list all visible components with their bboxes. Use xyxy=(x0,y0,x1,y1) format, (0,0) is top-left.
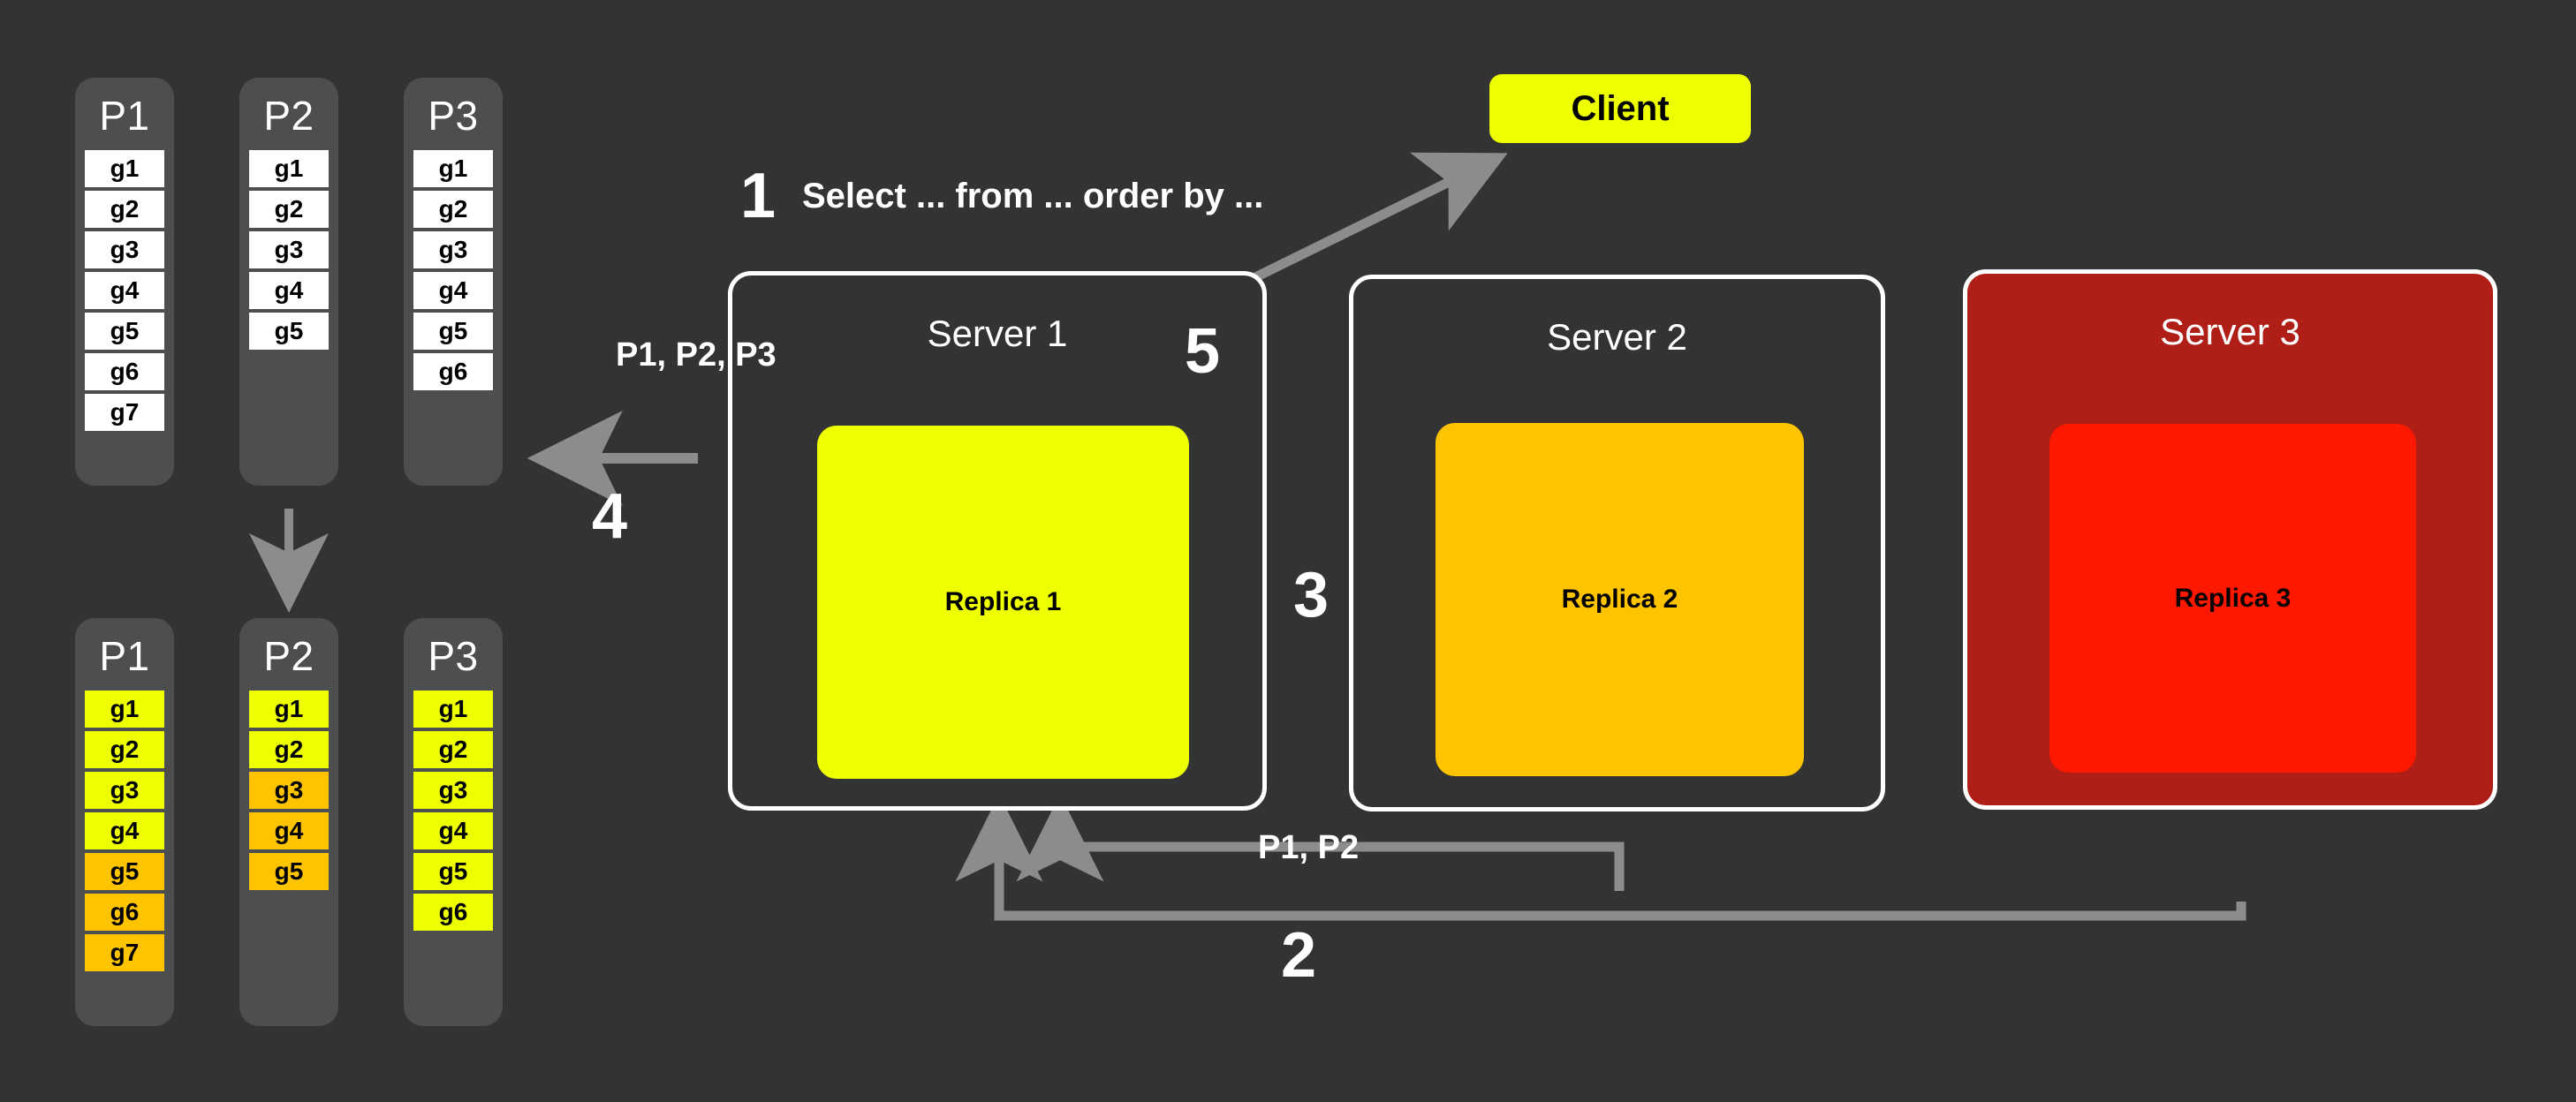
partition-cell: g3 xyxy=(85,231,164,268)
label-partitions-all: P1, P2, P3 xyxy=(616,336,777,374)
step-2-number: 2 xyxy=(1281,920,1317,991)
partition-cell: g1 xyxy=(413,150,493,187)
step-3-number: 3 xyxy=(1293,560,1330,630)
partition-before-p1: P1 g1 g2 g3 g4 g5 g6 g7 xyxy=(75,78,174,486)
partition-before-p3: P3 g1 g2 g3 g4 g5 g6 xyxy=(404,78,503,486)
partition-cell: g5 xyxy=(249,313,329,350)
replica-3-label: Replica 3 xyxy=(2174,583,2292,613)
step-1-query-text: Select ... from ... order by ... xyxy=(802,177,1264,215)
partition-cell: g5 xyxy=(413,313,493,350)
replica-2-label: Replica 2 xyxy=(1561,585,1678,614)
step-4-number: 4 xyxy=(592,481,628,552)
client-node[interactable]: Client xyxy=(1489,74,1751,143)
partition-cell: g5 xyxy=(85,853,164,890)
server-3-title: Server 3 xyxy=(2160,311,2300,352)
label-partitions-two: P1, P2 xyxy=(1258,829,1360,866)
partition-cell: g3 xyxy=(413,231,493,268)
server-3-box[interactable]: Server 3 Replica 3 xyxy=(1963,269,2497,810)
arrow-step2-server3-to-server1 xyxy=(955,794,2246,921)
server-2-box[interactable]: Server 2 Replica 2 xyxy=(1349,275,1885,811)
partition-cells: g1 g2 g3 g4 g5 g6 g7 xyxy=(75,691,174,971)
partition-cell: g4 xyxy=(85,812,164,849)
partition-cell: g5 xyxy=(85,313,164,350)
partition-cell: g2 xyxy=(413,191,493,228)
partition-cell: g1 xyxy=(249,691,329,728)
partition-cell: g3 xyxy=(249,231,329,268)
step-1-number: 1 xyxy=(740,161,777,231)
partition-title: P1 xyxy=(99,633,150,679)
partition-title: P1 xyxy=(99,93,150,139)
partition-cell: g2 xyxy=(413,731,493,768)
partition-cell: g4 xyxy=(413,272,493,309)
partition-cell: g5 xyxy=(413,853,493,890)
partition-cell: g5 xyxy=(249,853,329,890)
replica-3-box[interactable]: Replica 3 xyxy=(2049,424,2416,773)
partition-cell: g2 xyxy=(85,191,164,228)
partition-cells: g1 g2 g3 g4 g5 g6 xyxy=(404,691,503,931)
partition-cell: g1 xyxy=(249,150,329,187)
partition-cells: g1 g2 g3 g4 g5 g6 xyxy=(404,150,503,390)
step-5-number: 5 xyxy=(1185,316,1221,387)
replica-2-box[interactable]: Replica 2 xyxy=(1436,423,1804,776)
partition-cell: g2 xyxy=(249,191,329,228)
partition-cell: g6 xyxy=(413,353,493,390)
partition-cell: g4 xyxy=(85,272,164,309)
partition-cell: g7 xyxy=(85,934,164,971)
replica-1-box[interactable]: Replica 1 xyxy=(817,426,1189,779)
partition-cell: g6 xyxy=(85,353,164,390)
partition-title: P3 xyxy=(428,93,479,139)
partition-cell: g1 xyxy=(85,691,164,728)
partition-cell: g4 xyxy=(249,812,329,849)
server-1-title: Server 1 xyxy=(927,313,1068,354)
partition-cells: g1 g2 g3 g4 g5 xyxy=(239,691,338,890)
partition-cell: g4 xyxy=(249,272,329,309)
partition-after-p3: P3 g1 g2 g3 g4 g5 g6 xyxy=(404,618,503,1026)
partition-title: P2 xyxy=(263,633,314,679)
partition-cell: g4 xyxy=(413,812,493,849)
partition-cell: g2 xyxy=(249,731,329,768)
partition-cell: g3 xyxy=(413,772,493,809)
partition-before-p2: P2 g1 g2 g3 g4 g5 xyxy=(239,78,338,486)
client-label: Client xyxy=(1571,88,1670,128)
partition-after-p2: P2 g1 g2 g3 g4 g5 xyxy=(239,618,338,1026)
replica-1-label: Replica 1 xyxy=(944,587,1062,616)
server-1-box[interactable]: Server 1 Replica 1 xyxy=(728,271,1267,811)
partition-title: P2 xyxy=(263,93,314,139)
partition-title: P3 xyxy=(428,633,479,679)
partition-cell: g6 xyxy=(85,894,164,931)
partition-cells: g1 g2 g3 g4 g5 g6 g7 xyxy=(75,150,174,431)
partition-cell: g3 xyxy=(85,772,164,809)
partition-cell: g2 xyxy=(85,731,164,768)
partition-cell: g3 xyxy=(249,772,329,809)
partition-cell: g1 xyxy=(413,691,493,728)
partition-cell: g7 xyxy=(85,394,164,431)
partition-after-p1: P1 g1 g2 g3 g4 g5 g6 g7 xyxy=(75,618,174,1026)
partition-cell: g1 xyxy=(85,150,164,187)
server-2-title: Server 2 xyxy=(1547,316,1687,358)
partition-cell: g6 xyxy=(413,894,493,931)
partition-cells: g1 g2 g3 g4 g5 xyxy=(239,150,338,350)
